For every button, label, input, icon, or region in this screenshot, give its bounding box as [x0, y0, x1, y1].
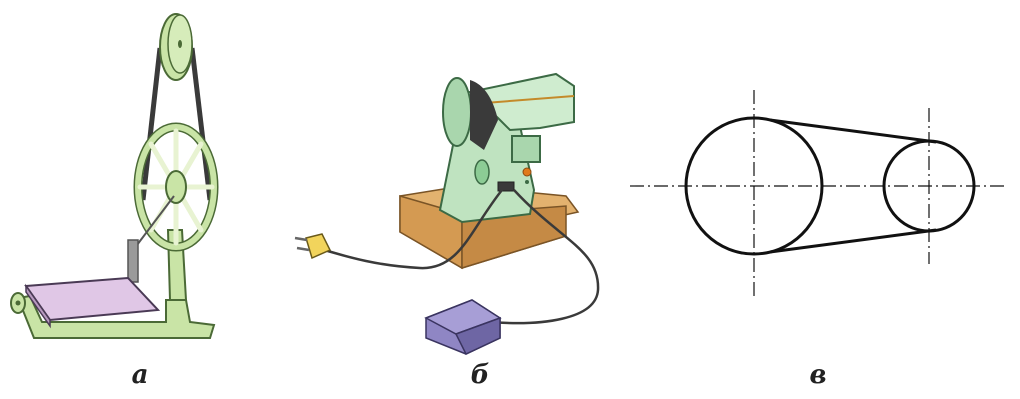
caption-a: а	[132, 360, 149, 390]
power-plug	[295, 234, 330, 258]
power-socket	[498, 182, 514, 191]
handwheel	[443, 78, 471, 146]
top-pulley	[160, 14, 192, 80]
caption-b: б	[471, 360, 490, 390]
panel-a-illustration	[11, 14, 214, 338]
panel-b-illustration	[295, 74, 598, 354]
panel-c-schematic	[630, 90, 1008, 298]
foot-pedal	[426, 300, 500, 354]
caption-c: в	[809, 360, 826, 390]
